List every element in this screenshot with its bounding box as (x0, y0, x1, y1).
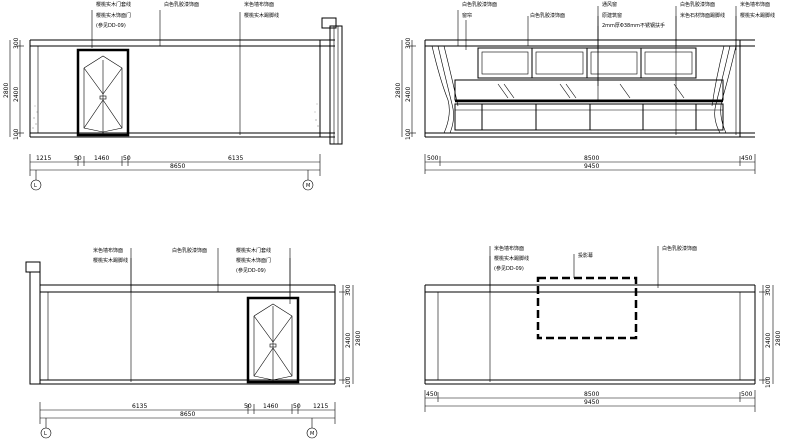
label-b-rail: 2mm厚Φ38mm不锈钢扶手 (602, 22, 665, 29)
label-d-paint: 白色乳胶漆饰面 (662, 245, 697, 252)
dim-c-h-total: 2800 (355, 331, 362, 346)
label-c-door: 樱桃实木饰面门 (236, 257, 271, 264)
label-d-wallcloth: 米色墙布饰面 (494, 245, 524, 252)
label-b-wallcloth: 米色墙布饰面 (740, 1, 770, 8)
dim-a-w-total: 8650 (170, 163, 185, 170)
dim-d-h-mid: 2400 (765, 333, 772, 348)
label-b-paint1: 白色乳胶漆饰面 (462, 1, 497, 8)
elevation-b: 白色乳胶漆饰面 窗帘 白色乳胶漆饰面 通风窗 原建筑窗 2mm厚Φ38mm不锈钢… (395, 1, 775, 174)
dim-b-h-mid: 2400 (405, 87, 412, 102)
label-c-wallcloth: 米色墙布饰面 (93, 247, 123, 254)
label-a-door-trim: 樱桃实木门套线 (96, 1, 131, 8)
label-d-ref: (参见DD-09) (494, 265, 524, 272)
projection-screen (536, 276, 638, 340)
label-b-window: 原建筑窗 (602, 12, 622, 19)
dim-c-w-4: 50 (293, 403, 301, 410)
elevation-a: 樱桃实木门套线 樱桃实木饰面门 (参见DD-09) 白色乳胶漆饰面 米色墙布饰面… (3, 1, 343, 191)
label-b-stone: 米色石材饰面踢脚线 (680, 12, 725, 19)
dim-a-w-1: 1215 (36, 155, 51, 162)
label-b-paint2: 白色乳胶漆饰面 (530, 12, 565, 19)
dim-d-w-total: 9450 (584, 399, 599, 406)
label-a-door: 樱桃实木饰面门 (96, 12, 131, 19)
dim-b-h-bot: 100 (405, 128, 412, 140)
dim-a-w-2: 50 (74, 155, 82, 162)
dim-a-w-3: 1460 (94, 155, 109, 162)
label-d-baseboard: 樱桃实木踢脚线 (494, 255, 529, 262)
elevation-d: 米色墙布饰面 樱桃实木踢脚线 (参见DD-09) 投影幕 白色乳胶漆饰面 300… (424, 245, 782, 412)
dim-b-w-2: 8500 (584, 155, 599, 162)
dim-c-w-1: 6135 (132, 403, 147, 410)
dim-a-h-mid: 2400 (13, 87, 20, 102)
axis-c-right: M (310, 431, 314, 437)
dim-d-w-3: 500 (741, 391, 753, 398)
dim-d-w-1: 450 (426, 391, 438, 398)
dim-b-w-3: 450 (741, 155, 753, 162)
dim-a-h-bot: 100 (13, 128, 20, 140)
dim-a-h-total: 2800 (3, 83, 10, 98)
label-c-ref: (参见DD-09) (236, 267, 266, 274)
label-b-vent: 通风窗 (602, 1, 617, 8)
dim-c-h-top: 300 (345, 284, 352, 296)
label-c-door-trim: 樱桃实木门套线 (236, 247, 271, 254)
dim-c-w-2: 50 (244, 403, 252, 410)
label-c-baseboard: 樱桃实木踢脚线 (93, 257, 128, 264)
dim-c-w-3: 1460 (263, 403, 278, 410)
dim-b-h-top: 300 (405, 37, 412, 49)
label-b-curtain: 窗帘 (462, 12, 472, 19)
axis-c-left: L (44, 431, 47, 437)
axis-a-right: M (306, 183, 310, 189)
dim-d-w-2: 8500 (584, 391, 599, 398)
dim-d-h-bot: 100 (765, 376, 772, 388)
dim-c-h-bot: 100 (345, 376, 352, 388)
label-a-paint: 白色乳胶漆饰面 (164, 1, 199, 8)
label-d-screen: 投影幕 (578, 252, 593, 259)
dim-c-w-5: 1215 (313, 403, 328, 410)
dim-d-h-top: 300 (765, 284, 772, 296)
elevation-c: 米色墙布饰面 樱桃实木踢脚线 白色乳胶漆饰面 樱桃实木门套线 樱桃实木饰面门 (… (25, 247, 362, 439)
label-b-paint3: 白色乳胶漆饰面 (680, 1, 715, 8)
dim-a-w-5: 6135 (228, 155, 243, 162)
dim-b-h-total: 2800 (395, 83, 402, 98)
axis-a-left: L (34, 183, 37, 189)
dim-a-w-4: 50 (123, 155, 131, 162)
dim-c-h-mid: 2400 (345, 333, 352, 348)
label-a-ref: (参见DD-09) (96, 22, 126, 29)
dim-b-w-1: 500 (427, 155, 439, 162)
label-c-paint: 白色乳胶漆饰面 (172, 247, 207, 254)
label-b-baseboard: 樱桃实木踢脚线 (740, 12, 775, 19)
label-a-wallcloth: 米色墙布饰面 (244, 1, 274, 8)
label-a-baseboard: 樱桃实木踢脚线 (244, 12, 279, 19)
plant-texture (32, 103, 319, 129)
dim-b-w-total: 9450 (584, 163, 599, 170)
dim-c-w-total: 8650 (180, 411, 195, 418)
dim-a-h-top: 300 (13, 37, 20, 49)
dim-d-h-total: 2800 (775, 331, 782, 346)
